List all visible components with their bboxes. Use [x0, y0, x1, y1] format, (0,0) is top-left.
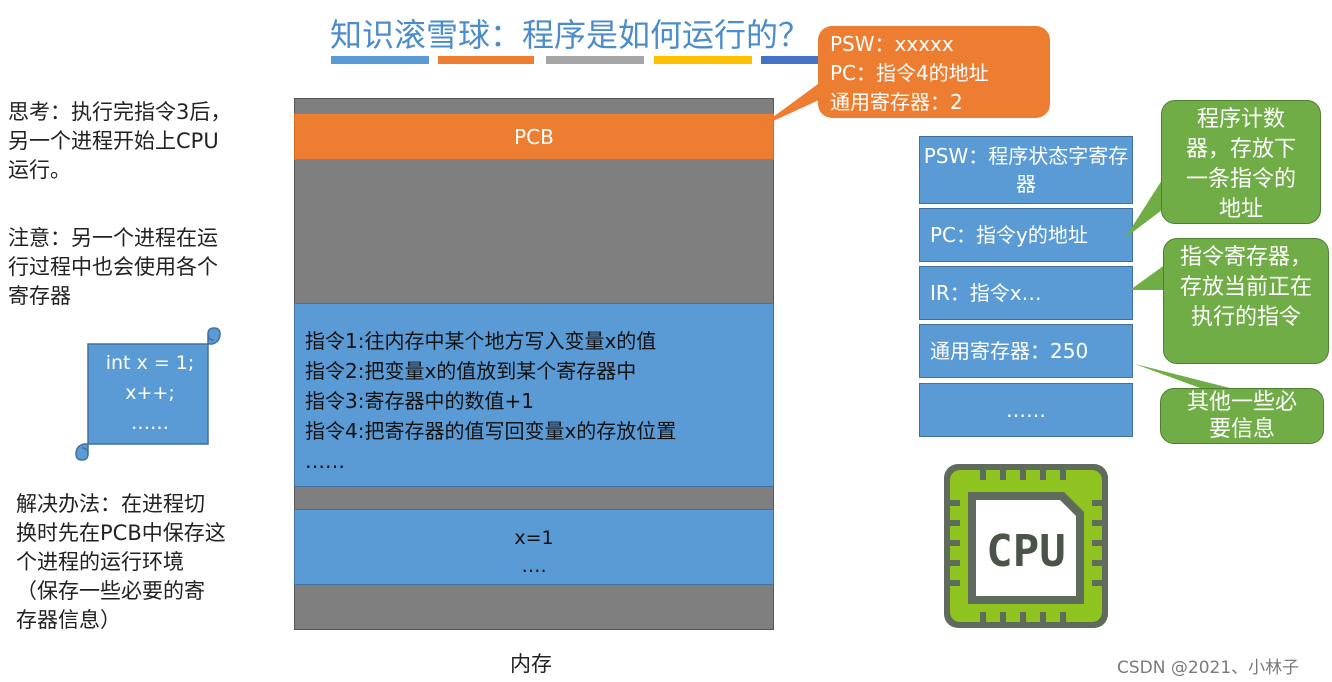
instruction-block: 指令1:往内存中某个地方写入变量x的值 指令2:把变量x的值放到某个寄存器中 指…	[294, 303, 774, 487]
code-line: int x = 1;	[105, 352, 195, 374]
solution-line: 解决办法：在进程切	[16, 492, 205, 516]
solution-line: 存器信息）	[16, 608, 121, 632]
pcb-callout: PSW：xxxxx PC：指令4的地址 通用寄存器：2	[818, 26, 1050, 118]
cpu-chip-label: CPU	[986, 526, 1065, 577]
register-psw: PSW：程序状态字寄存器	[919, 136, 1133, 204]
notice-note: 注意：另一个进程在运 行过程中也会使用各个 寄存器	[8, 224, 218, 311]
pc-note: 程序计数器，存放下一条指令的地址	[1161, 100, 1321, 224]
solution-line: 个进程的运行环境	[16, 550, 184, 574]
notice-line: 寄存器	[8, 284, 71, 308]
instruction-line: 指令4:把寄存器的值写回变量x的存放位置	[305, 419, 677, 443]
pcb-callout-line: PSW：xxxxx	[830, 32, 954, 56]
page-title: 知识滚雪球：程序是如何运行的？	[330, 16, 811, 54]
solution-line: 换时先在PCB中保存这	[16, 521, 226, 545]
pcb-callout-line: PC：指令4的地址	[830, 61, 989, 85]
pcb-block: PCB	[294, 113, 774, 160]
data-line: ….	[521, 555, 547, 577]
think-note: 思考：执行完指令3后， 另一个进程开始上CPU 运行。	[8, 98, 231, 185]
other-note: 其他一些必要信息	[1160, 388, 1324, 444]
title-bar-4	[654, 56, 752, 64]
title-bar-5	[761, 56, 821, 64]
register-pc: PC：指令y的地址	[919, 208, 1133, 262]
notice-line: 行过程中也会使用各个	[8, 255, 218, 279]
register-other: ……	[919, 383, 1133, 437]
instruction-line: 指令1:往内存中某个地方写入变量x的值	[305, 329, 657, 353]
think-line: 运行。	[8, 158, 71, 182]
watermark: CSDN @2021、小林子	[1117, 658, 1300, 678]
pcb-callout-line: 通用寄存器：2	[830, 90, 963, 114]
data-block: x=1 ….	[294, 509, 774, 585]
solution-line: （保存一些必要的寄	[16, 579, 205, 603]
register-general: 通用寄存器：250	[919, 324, 1133, 378]
code-line: x++;	[125, 382, 175, 404]
title-bar-3	[546, 56, 644, 64]
code-snippet: int x = 1; x++; ……	[80, 348, 220, 438]
register-ir: IR：指令x…	[919, 266, 1133, 320]
instruction-line: 指令2:把变量x的值放到某个寄存器中	[305, 359, 637, 383]
data-line: x=1	[514, 527, 554, 549]
cpu-chip-icon: CPU	[944, 464, 1108, 628]
register-note-pointers	[1125, 180, 1230, 388]
ir-note: 指令寄存器，存放当前正在执行的指令	[1163, 238, 1329, 364]
notice-line: 注意：另一个进程在运	[8, 226, 218, 250]
memory-label: 内存	[510, 652, 552, 676]
solution-note: 解决办法：在进程切 换时先在PCB中保存这 个进程的运行环境 （保存一些必要的寄…	[16, 490, 226, 635]
code-line: ……	[131, 412, 169, 434]
think-line: 另一个进程开始上CPU	[8, 129, 219, 153]
think-line: 思考：执行完指令3后，	[8, 100, 232, 124]
instruction-line: 指令3:寄存器中的数值+1	[305, 389, 534, 413]
title-bar-1	[331, 56, 429, 64]
instruction-line: ……	[305, 449, 345, 473]
title-bar-2	[438, 56, 534, 64]
code-scroll-icon	[75, 327, 221, 461]
